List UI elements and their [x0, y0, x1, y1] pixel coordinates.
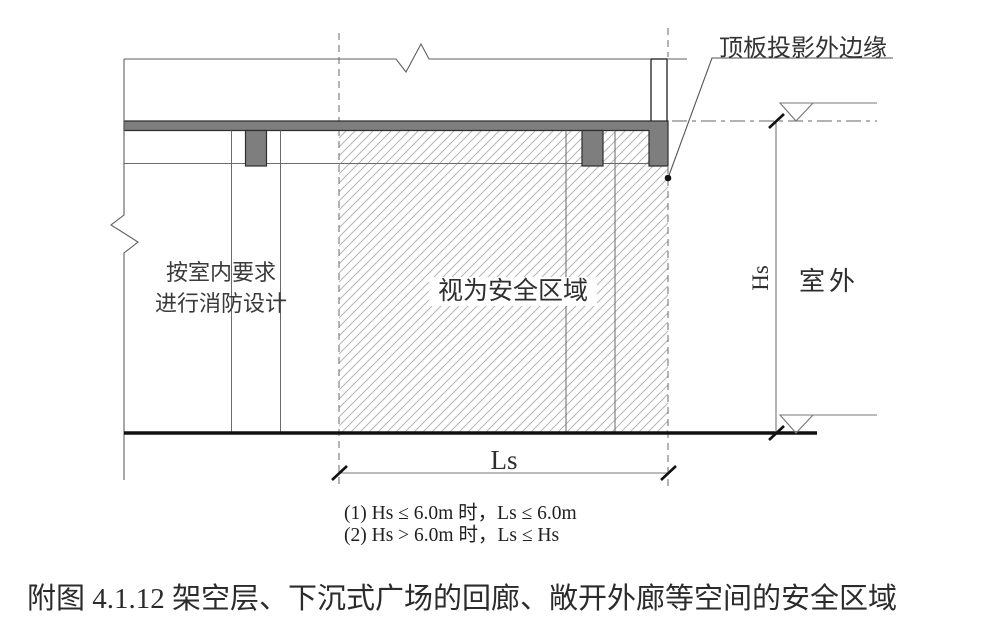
- condition-notes: (1) Hs ≤ 6.0m 时，Ls ≤ 6.0m (2) Hs > 6.0m …: [344, 503, 577, 546]
- condition-note-1: (1) Hs ≤ 6.0m 时，Ls ≤ 6.0m: [344, 503, 577, 524]
- indoor-fire-design-label: 按室内要求 进行消防设计: [136, 257, 306, 319]
- roof-projection-edge-label: 顶板投影外边缘: [719, 36, 887, 62]
- beam-right: [581, 129, 604, 167]
- ls-dimension-label: Ls: [490, 445, 518, 475]
- indoor-fire-design-line2: 进行消防设计: [154, 291, 287, 316]
- outdoor-label: 室外: [799, 267, 860, 296]
- indoor-fire-design-line1: 按室内要求: [165, 260, 276, 285]
- figure-caption: 附图 4.1.12 架空层、下沉式广场的回廊、敞开外廊等空间的安全区域: [27, 583, 898, 615]
- hs-dimension-tick-bottom: [768, 425, 785, 441]
- roof-parapet: [650, 58, 668, 123]
- hs-dimension-label: Hs: [748, 265, 773, 291]
- ls-dimension-tick-right: [660, 465, 677, 481]
- hs-dimension-tick-top: [768, 113, 785, 129]
- level-marker-top-icon: [778, 102, 877, 122]
- leader-dot: [664, 174, 672, 182]
- level-marker-ground-icon: [778, 414, 877, 434]
- ls-dimension-tick-left: [331, 465, 348, 481]
- upper-structure-line: [124, 42, 687, 74]
- left-wall-line: [110, 59, 139, 480]
- safe-zone-label: 视为安全区域: [428, 277, 597, 306]
- leader-line: [667, 57, 893, 179]
- condition-note-2: (2) Hs > 6.0m 时，Ls ≤ Hs: [344, 524, 560, 546]
- safe-zone-label-wrap: 视为安全区域: [408, 271, 618, 307]
- beam-left: [244, 129, 268, 167]
